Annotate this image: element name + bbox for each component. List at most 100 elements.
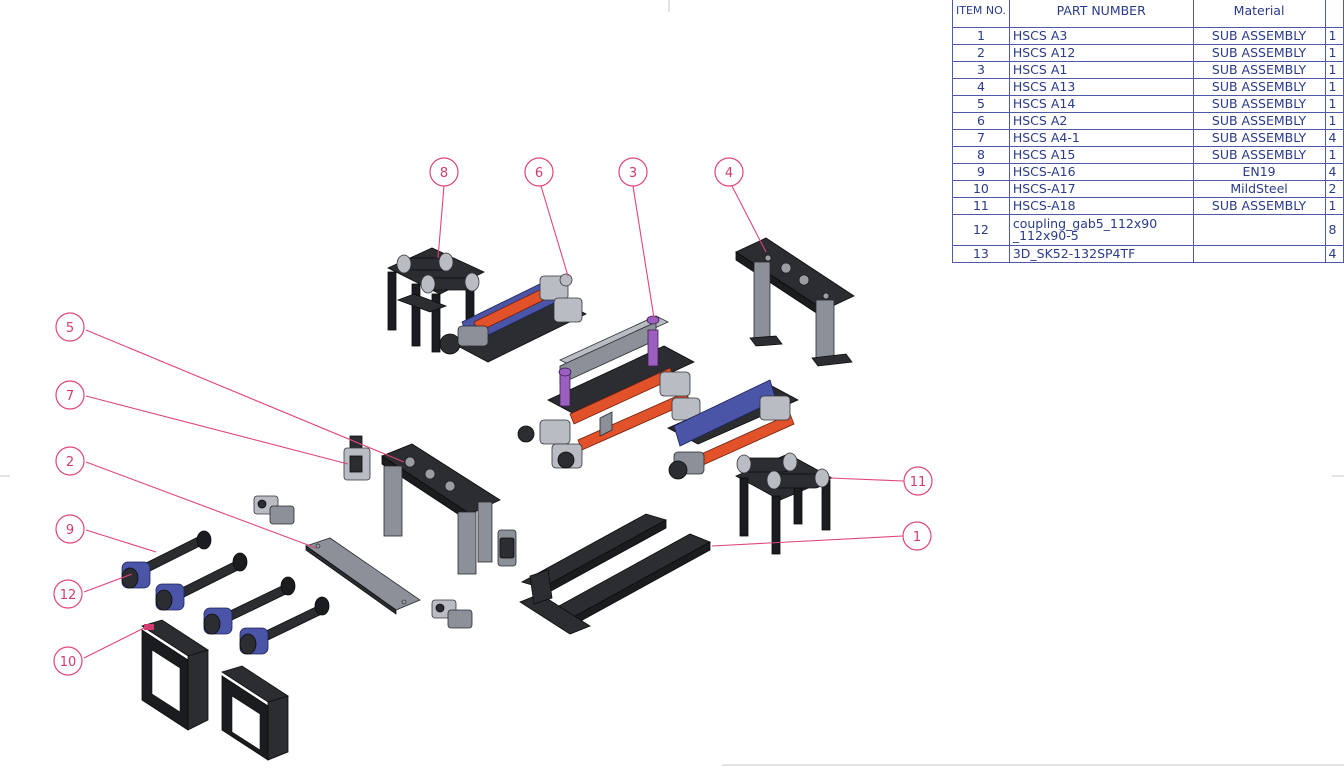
svg-text:3: 3 [629, 166, 637, 181]
balloon-10: 10 [53, 646, 83, 676]
bom-cell-qty: 4 [1324, 163, 1344, 181]
motor-shaft-3 [203, 576, 296, 635]
motor-shaft-4 [239, 596, 330, 655]
bom-cell-material [1192, 245, 1326, 263]
bom-cell-material: SUB ASSEMBLY [1192, 27, 1326, 45]
svg-text:8: 8 [440, 166, 448, 181]
bom-cell-qty: 1 [1324, 95, 1344, 113]
roller-assembly-right [667, 379, 799, 480]
bom-row: 13 3D_SK52-132SP4TF 4 [952, 245, 1344, 263]
part-10-frame-2 [221, 665, 289, 761]
bom-row: 3 HSCS A1 SUB ASSEMBLY 1 [952, 61, 1344, 79]
svg-text:1: 1 [913, 530, 921, 545]
bom-cell-material: SUB ASSEMBLY [1192, 95, 1326, 113]
bom-cell-qty: 1 [1324, 27, 1344, 45]
svg-text:6: 6 [535, 166, 543, 181]
bom-cell-part: HSCS A14 [1008, 95, 1194, 113]
bom-cell-part: coupling_gab5_112x90 _112x90-5 [1008, 214, 1194, 246]
bom-header-row: ITEM NO. PART NUMBER Material [952, 0, 1344, 28]
bom-cell-qty: 1 [1324, 61, 1344, 79]
bom-row: 8 HSCS A15 SUB ASSEMBLY 1 [952, 146, 1344, 164]
bom-cell-qty: 1 [1324, 112, 1344, 130]
balloon-9: 9 [55, 514, 85, 544]
bom-cell-material [1192, 214, 1326, 246]
svg-text:12: 12 [60, 588, 77, 603]
part-6-roller-assembly [439, 273, 587, 363]
bom-cell-item: 1 [952, 27, 1010, 45]
bom-cell-part: HSCS A2 [1008, 112, 1194, 130]
bearing-block-loose-2 [431, 599, 473, 629]
bom-header-item-no: ITEM NO. [952, 0, 1010, 28]
bom-cell-qty: 1 [1324, 146, 1344, 164]
bom-cell-item: 11 [952, 197, 1010, 215]
bom-cell-item: 8 [952, 146, 1010, 164]
bom-cell-item: 12 [952, 214, 1010, 246]
bom-cell-item: 4 [952, 78, 1010, 96]
bom-cell-part: HSCS A13 [1008, 78, 1194, 96]
balloon-1: 1 [902, 521, 932, 551]
part-10-frame-1 [141, 619, 209, 731]
bom-cell-qty: 1 [1324, 78, 1344, 96]
bom-cell-part: HSCS A12 [1008, 44, 1194, 62]
bom-cell-item: 5 [952, 95, 1010, 113]
balloon-3: 3 [618, 157, 648, 187]
motor-shaft-2 [155, 552, 248, 611]
bom-cell-qty: 1 [1324, 197, 1344, 215]
bom-row: 11 HSCS-A18 SUB ASSEMBLY 1 [952, 197, 1344, 215]
balloon-8: 8 [429, 157, 459, 187]
part-4-stand [735, 237, 855, 367]
bom-cell-material: SUB ASSEMBLY [1192, 78, 1326, 96]
bom-cell-material: SUB ASSEMBLY [1192, 129, 1326, 147]
part-5-stand [381, 443, 517, 575]
bom-row: 9 HSCS-A16 EN19 4 [952, 163, 1344, 181]
bom-row: 4 HSCS A13 SUB ASSEMBLY 1 [952, 78, 1344, 96]
bom-cell-part: HSCS A3 [1008, 27, 1194, 45]
svg-text:10: 10 [60, 655, 77, 670]
leader-lines [83, 185, 905, 659]
bom-cell-part: HSCS-A18 [1008, 197, 1194, 215]
balloon-6: 6 [524, 157, 554, 187]
bearing-block-loose-1 [253, 495, 295, 525]
bom-cell-item: 10 [952, 180, 1010, 198]
bom-cell-material: SUB ASSEMBLY [1192, 61, 1326, 79]
bom-header-part-number: PART NUMBER [1008, 0, 1194, 28]
part-11-roller-stand [735, 452, 833, 555]
bom-cell-item: 2 [952, 44, 1010, 62]
bom-cell-item: 7 [952, 129, 1010, 147]
bom-cell-item: 3 [952, 61, 1010, 79]
svg-text:2: 2 [66, 455, 74, 470]
svg-text:7: 7 [66, 389, 74, 404]
balloon-11: 11 [903, 466, 933, 496]
bom-header-material: Material [1192, 0, 1326, 28]
bom-cell-qty: 1 [1324, 44, 1344, 62]
part-2-base-plate [305, 537, 421, 615]
bom-header-qty [1324, 0, 1344, 28]
balloon-12: 12 [53, 579, 83, 609]
part-9-motor-shaft-1 [121, 530, 212, 589]
bom-row: 5 HSCS A14 SUB ASSEMBLY 1 [952, 95, 1344, 113]
part-3-main-roller-frame [517, 315, 701, 469]
svg-text:4: 4 [725, 166, 733, 181]
balloon-5: 5 [55, 312, 85, 342]
svg-text:5: 5 [66, 321, 74, 336]
bom-cell-material: SUB ASSEMBLY [1192, 146, 1326, 164]
bom-cell-material: SUB ASSEMBLY [1192, 197, 1326, 215]
bom-row: 12 coupling_gab5_112x90 _112x90-5 8 [952, 214, 1344, 246]
bom-cell-item: 6 [952, 112, 1010, 130]
bom-row: 6 HSCS A2 SUB ASSEMBLY 1 [952, 112, 1344, 130]
bom-row: 1 HSCS A3 SUB ASSEMBLY 1 [952, 27, 1344, 45]
balloon-7: 7 [55, 380, 85, 410]
bom-cell-part: 3D_SK52-132SP4TF [1008, 245, 1194, 263]
balloon-4: 4 [714, 157, 744, 187]
bom-cell-material: MildSteel [1192, 180, 1326, 198]
bom-cell-part: HSCS A4-1 [1008, 129, 1194, 147]
bom-cell-material: EN19 [1192, 163, 1326, 181]
bom-cell-material: SUB ASSEMBLY [1192, 112, 1326, 130]
bom-cell-part: HSCS-A17 [1008, 180, 1194, 198]
part-1-base-rails [519, 513, 711, 635]
bom-cell-material: SUB ASSEMBLY [1192, 44, 1326, 62]
bom-row: 2 HSCS A12 SUB ASSEMBLY 1 [952, 44, 1344, 62]
bom-row: 10 HSCS-A17 MildSteel 2 [952, 180, 1344, 198]
bom-cell-item: 9 [952, 163, 1010, 181]
svg-text:9: 9 [66, 523, 74, 538]
